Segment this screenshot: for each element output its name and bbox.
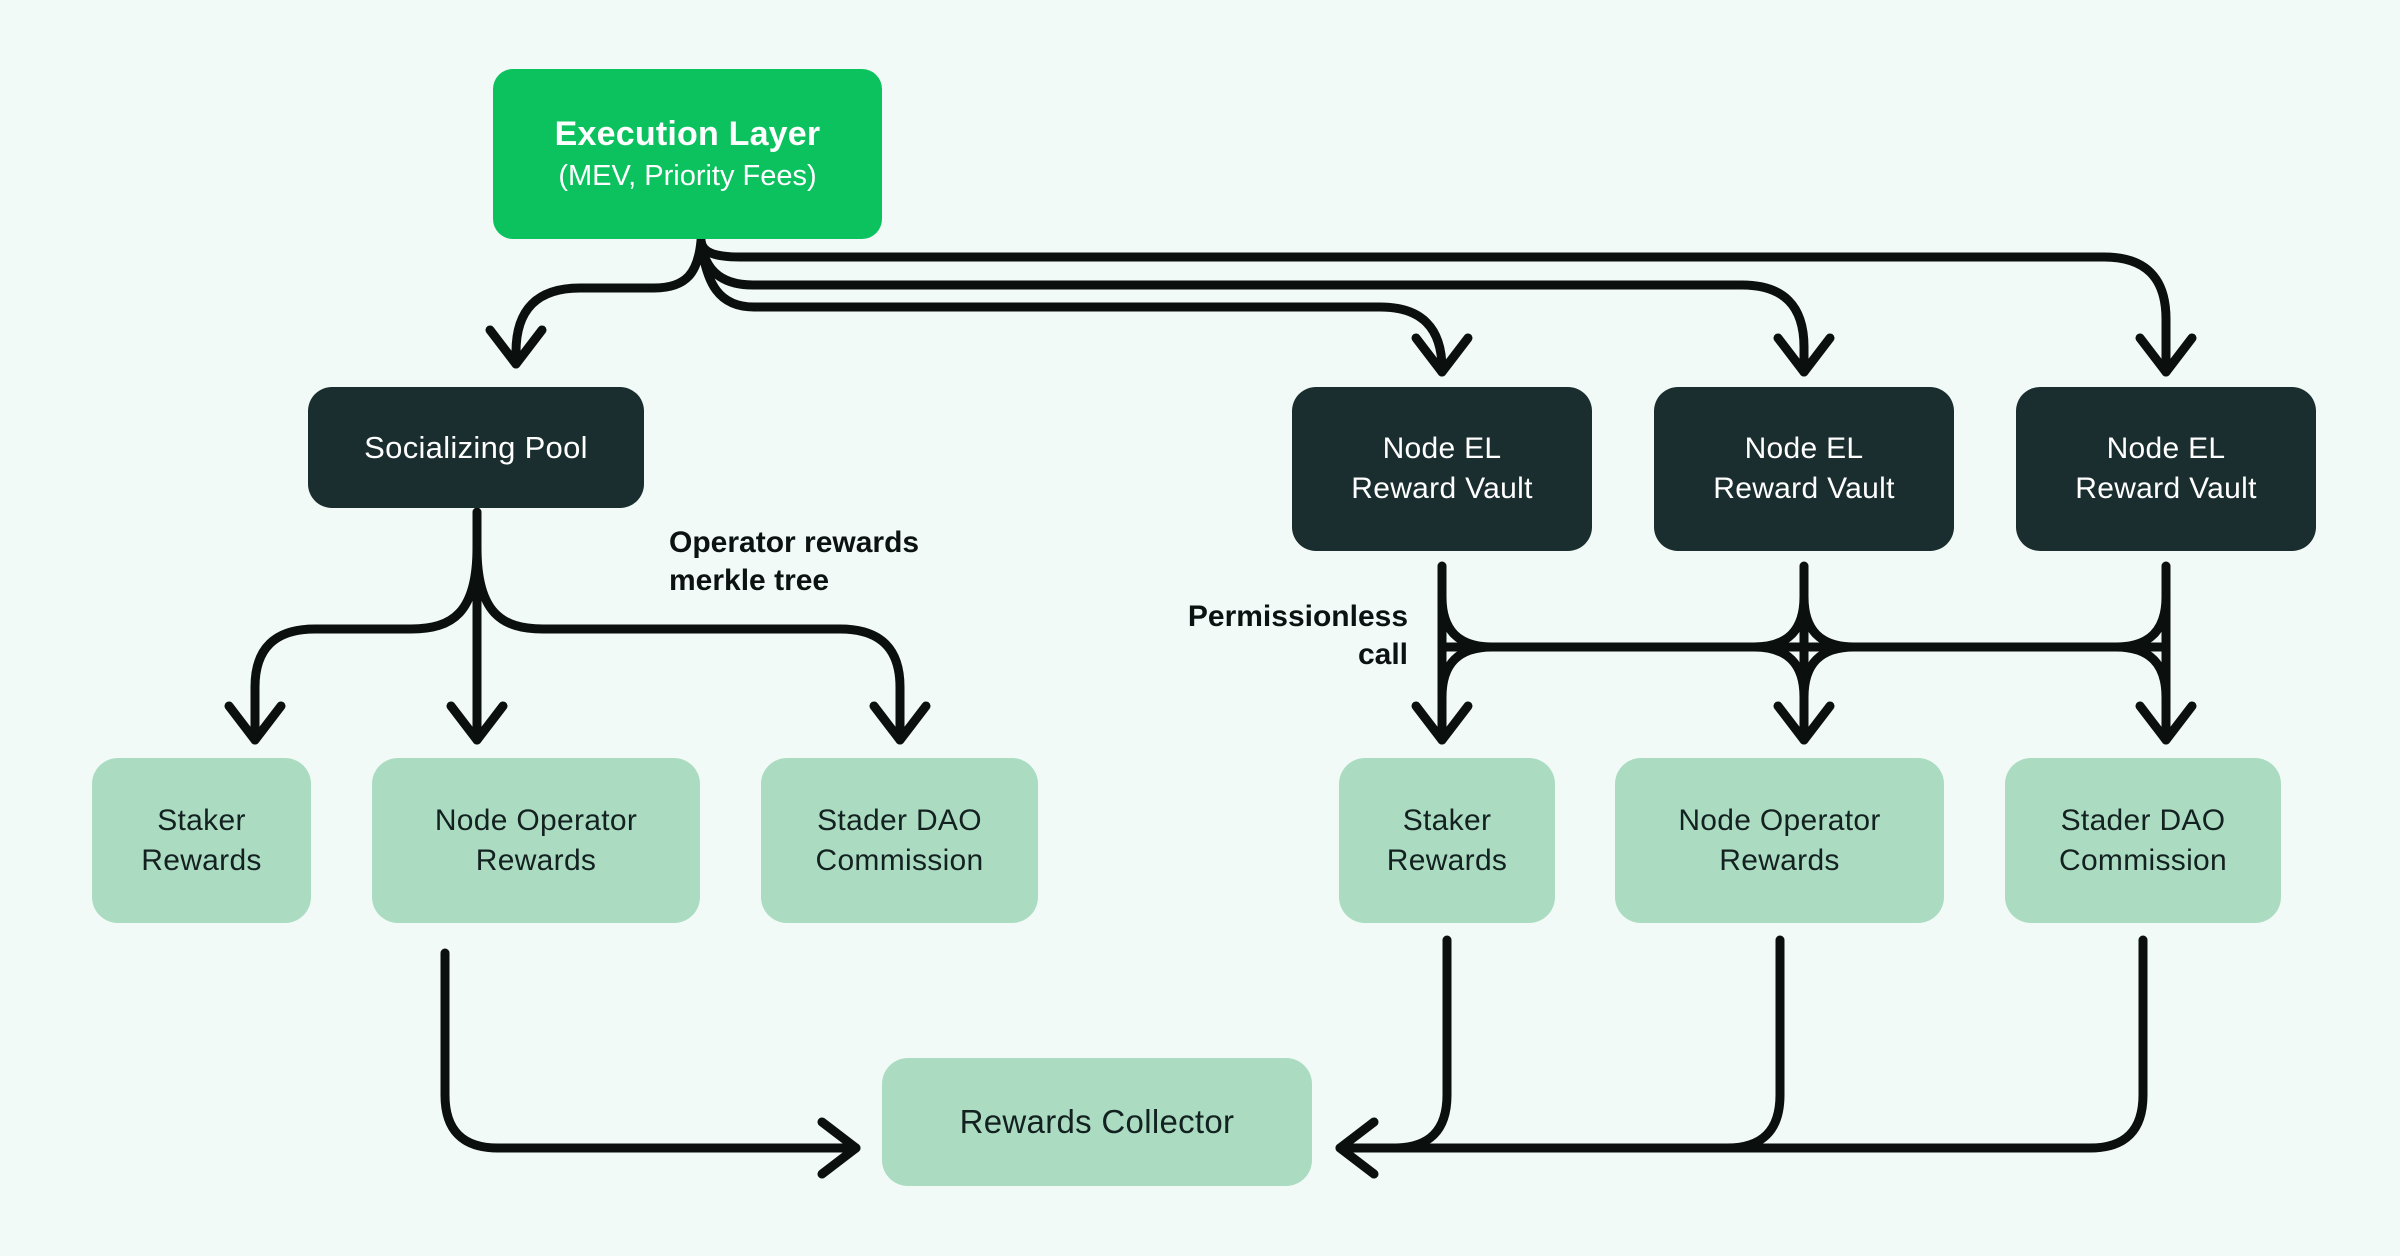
staker-rewards-left-line1: Staker <box>157 803 246 837</box>
arrow-exec-to-vault-3 <box>696 236 2197 377</box>
stader-dao-commission-node-right: Stader DAO Commission <box>2005 758 2281 923</box>
arrow-exec-to-socializing-pool <box>485 236 706 369</box>
vault-2-line2: Reward Vault <box>1713 472 1895 505</box>
stader-dao-commission-right-line1: Stader DAO <box>2060 803 2226 837</box>
vault-2-line1: Node EL <box>1744 432 1864 465</box>
permissionless-call-label: Permissionless call <box>1140 598 1408 674</box>
node-operator-rewards-right-line1: Node Operator <box>1678 803 1881 837</box>
rewards-collector-label: Rewards Collector <box>959 1103 1235 1140</box>
socializing-pool-label: Socializing Pool <box>364 429 588 465</box>
execution-layer-subtitle: (MEV, Priority Fees) <box>558 160 817 192</box>
staker-rewards-right-line1: Staker <box>1402 803 1492 837</box>
bus-fillet <box>1437 642 1497 702</box>
vault-1-line1: Node EL <box>1382 432 1502 465</box>
arrow-pool-to-staker-rewards <box>224 543 482 745</box>
bus-fillet <box>1437 592 1497 652</box>
node-el-reward-vault-2: Node EL Reward Vault <box>1654 387 1954 551</box>
arrow-exec-to-vault-2 <box>696 236 1835 377</box>
node-operator-rewards-right-line2: Rewards <box>1719 843 1840 877</box>
node-operator-rewards-left-line2: Rewards <box>475 843 597 877</box>
node-operator-rewards-node-right: Node Operator Rewards <box>1615 758 1944 923</box>
bus-fillet <box>2111 592 2171 652</box>
arrow-node-operator-to-collector <box>440 948 861 1179</box>
node-el-reward-vault-1: Node EL Reward Vault <box>1292 387 1592 551</box>
stader-dao-commission-right-line2: Commission <box>2058 843 2228 877</box>
node-operator-rewards-node-left: Node Operator Rewards <box>372 758 700 923</box>
bus-fillet <box>1749 592 1809 652</box>
operator-rewards-label-line2: merkle tree <box>669 564 830 597</box>
staker-rewards-left-line2: Rewards <box>141 843 262 877</box>
node-el-reward-vault-3: Node EL Reward Vault <box>2016 387 2316 551</box>
arrow-pool-to-dao-commission <box>472 543 931 745</box>
bus-fillet <box>2111 642 2171 702</box>
execution-layer-title: Execution Layer <box>554 115 821 153</box>
permissionless-call-label-line1: Permissionless <box>1187 600 1408 633</box>
bus-fillet <box>1749 642 1809 702</box>
stader-dao-commission-left-line1: Stader DAO <box>817 803 982 837</box>
stader-dao-commission-node-left: Stader DAO Commission <box>761 758 1038 923</box>
arrow-exec-to-vault-1 <box>696 236 1473 377</box>
execution-layer-node: Execution Layer (MEV, Priority Fees) <box>493 69 882 239</box>
staker-rewards-right-line2: Rewards <box>1386 843 1508 877</box>
node-operator-rewards-left-line1: Node Operator <box>434 803 638 837</box>
join-node-operator-right <box>1722 935 1785 1153</box>
arrow-dao-to-collector <box>1335 935 2148 1179</box>
bus-fillet <box>1799 642 1859 702</box>
vault-3-line2: Reward Vault <box>2075 472 2257 505</box>
operator-rewards-label-line1: Operator rewards <box>669 526 920 559</box>
socializing-pool-node: Socializing Pool <box>308 387 644 508</box>
rewards-collector-node: Rewards Collector <box>882 1058 1312 1186</box>
bus-fillet <box>1799 592 1859 652</box>
permissionless-call-label-line2: call <box>1357 638 1408 671</box>
staker-rewards-node-right: Staker Rewards <box>1339 758 1555 923</box>
vault-3-line1: Node EL <box>2106 432 2226 465</box>
vault-1-line2: Reward Vault <box>1351 472 1533 505</box>
staker-rewards-node-left: Staker Rewards <box>92 758 311 923</box>
stader-dao-commission-left-line2: Commission <box>815 843 984 877</box>
join-staker-right <box>1389 935 1452 1153</box>
operator-rewards-merkle-tree-label: Operator rewards merkle tree <box>669 524 919 600</box>
